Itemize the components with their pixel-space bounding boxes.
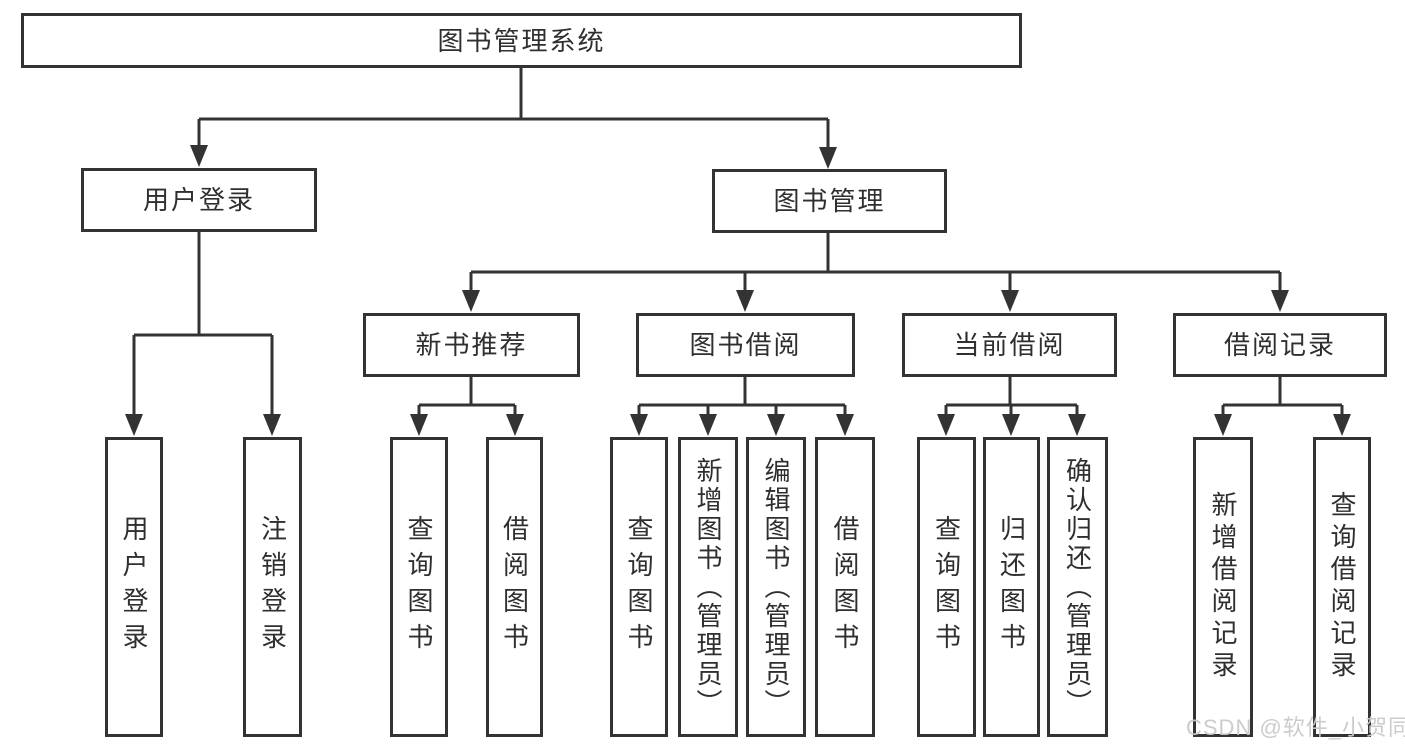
leaf-bb-borrow-books: 借阅图书 (815, 437, 875, 737)
node-current-borrow-label: 当前借阅 (953, 330, 1066, 360)
node-root-label: 图书管理系统 (437, 25, 606, 56)
arrowheads (125, 145, 1351, 436)
leaf-cb-query-books-label: 查询图书 (931, 515, 962, 659)
leaf-br-add-record: 新增借阅记录 (1193, 437, 1253, 737)
leaf-br-query-record: 查询借阅记录 (1313, 437, 1371, 737)
leaf-cb-return-books-label: 归还图书 (996, 515, 1027, 659)
leaf-nbr-borrow-books-label: 借阅图书 (499, 515, 530, 659)
node-user-login-label: 用户登录 (142, 185, 255, 215)
leaf-bb-query-books: 查询图书 (610, 437, 668, 737)
node-root: 图书管理系统 (21, 13, 1022, 68)
watermark: CSDN @软件_小贺同学 (1186, 715, 1405, 740)
leaf-cb-confirm-return-admin-label: 确认归还（管理员） (1062, 456, 1093, 718)
leaf-user-login: 用户登录 (105, 437, 163, 737)
node-new-book-recommend: 新书推荐 (363, 313, 580, 377)
node-book-management: 图书管理 (712, 169, 947, 233)
leaf-br-add-record-label: 新增借阅记录 (1208, 491, 1238, 683)
leaf-nbr-query-books: 查询图书 (390, 437, 448, 737)
leaf-cb-confirm-return-admin: 确认归还（管理员） (1047, 437, 1108, 737)
leaf-bb-add-books-admin: 新增图书（管理员） (678, 437, 738, 737)
node-user-login: 用户登录 (81, 168, 317, 232)
leaf-bb-edit-books-admin: 编辑图书（管理员） (746, 437, 806, 737)
leaf-br-query-record-label: 查询借阅记录 (1327, 491, 1357, 683)
leaf-bb-query-books-label: 查询图书 (624, 515, 654, 659)
leaf-logout-label: 注销登录 (257, 515, 288, 659)
leaf-user-login-label: 用户登录 (119, 515, 149, 659)
node-current-borrow: 当前借阅 (902, 313, 1117, 377)
leaf-logout: 注销登录 (243, 437, 302, 737)
leaf-bb-edit-books-admin-label: 编辑图书（管理员） (761, 456, 791, 718)
leaf-nbr-query-books-label: 查询图书 (404, 515, 434, 659)
node-new-book-recommend-label: 新书推荐 (415, 330, 528, 360)
node-borrow-records: 借阅记录 (1173, 313, 1387, 377)
leaf-cb-query-books: 查询图书 (917, 437, 976, 737)
leaf-cb-return-books: 归还图书 (983, 437, 1040, 737)
leaf-bb-borrow-books-label: 借阅图书 (830, 515, 860, 659)
leaf-nbr-borrow-books: 借阅图书 (486, 437, 543, 737)
node-book-borrow: 图书借阅 (636, 313, 855, 377)
node-book-borrow-label: 图书借阅 (689, 330, 802, 360)
node-book-management-label: 图书管理 (773, 186, 886, 216)
leaf-bb-add-books-admin-label: 新增图书（管理员） (693, 456, 723, 718)
node-borrow-records-label: 借阅记录 (1223, 330, 1336, 360)
